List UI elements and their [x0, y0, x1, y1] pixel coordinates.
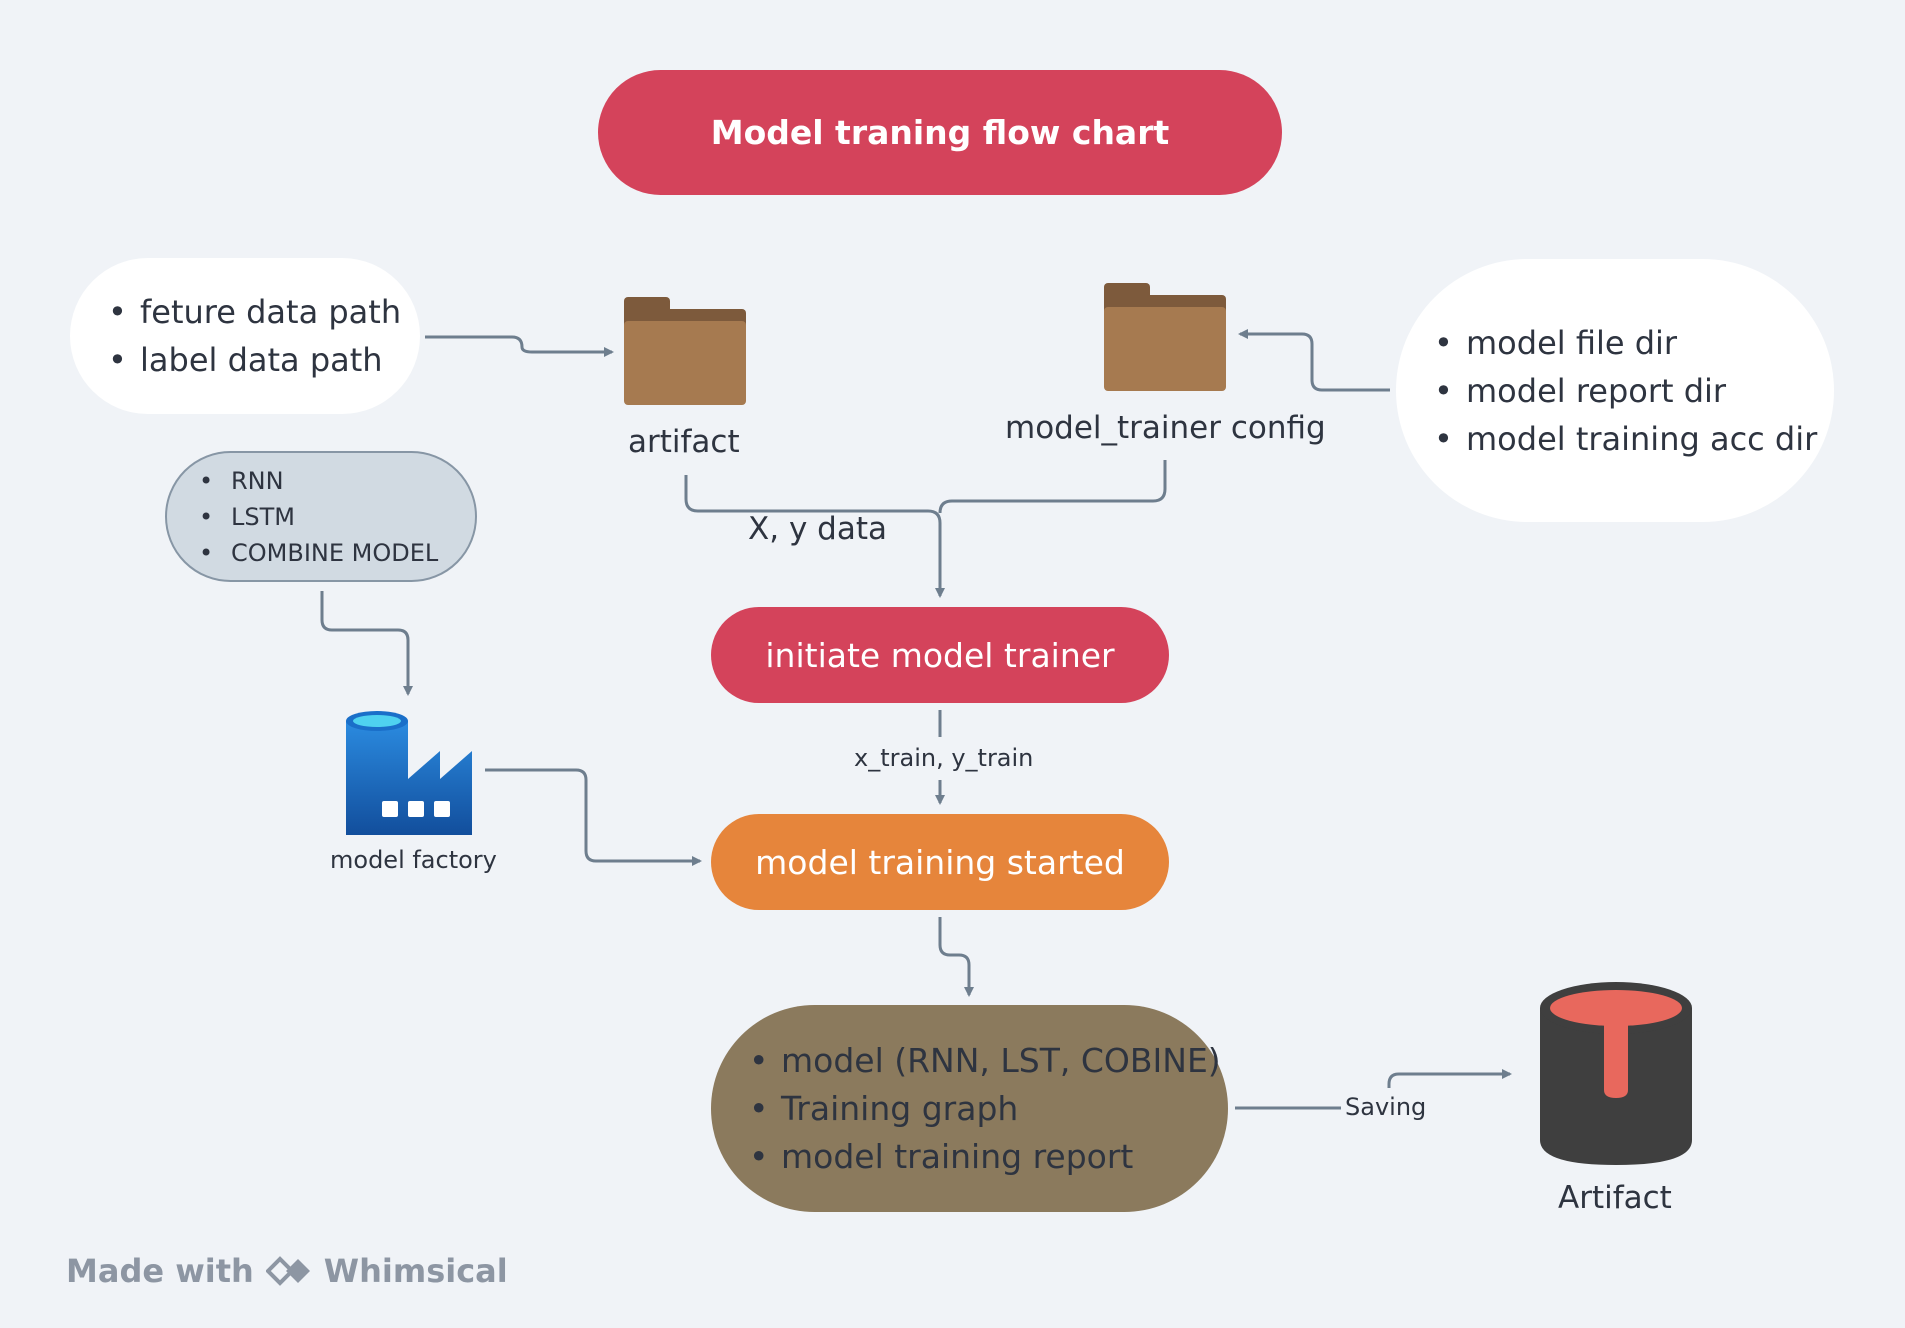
- title-node: Model traning flow chart: [598, 70, 1282, 195]
- edge-artifact-to-initiate: [684, 475, 945, 598]
- input-paths-node: feture data path label data path: [70, 258, 420, 414]
- training-outputs-node: model (RNN, LST, COBINE) Training graph …: [711, 1005, 1228, 1212]
- edge-models-to-factory: [320, 591, 413, 696]
- title-label: Model traning flow chart: [710, 113, 1170, 152]
- model-factory-icon: [346, 711, 472, 835]
- artifact-label: Artifact: [1558, 1180, 1672, 1216]
- watermark-prefix: Made with: [66, 1252, 254, 1290]
- config-dir-item: model file dir: [1430, 319, 1817, 367]
- model-item: RNN: [195, 463, 438, 499]
- models-node: RNN LSTM COMBINE MODEL: [165, 451, 477, 582]
- artifact-folder-icon: [624, 297, 746, 405]
- edge-label-train-data: x_train, y_train: [854, 744, 1034, 772]
- config-dirs-node: model file dir model report dir model tr…: [1396, 259, 1834, 522]
- edge-results-saving-right: [1387, 1069, 1512, 1088]
- model-item: LSTM: [195, 499, 438, 535]
- output-item: model training report: [745, 1133, 1221, 1181]
- edge-inputs-to-artifact: [425, 335, 614, 357]
- artifact-folder-label: artifact: [628, 424, 740, 460]
- output-item: Training graph: [745, 1085, 1221, 1133]
- output-item: model (RNN, LST, COBINE): [745, 1037, 1221, 1085]
- whimsical-watermark[interactable]: Made with Whimsical: [66, 1252, 508, 1290]
- config-dir-item: model report dir: [1430, 367, 1817, 415]
- config-folder-label: model_trainer config: [1005, 410, 1326, 446]
- model-item: COMBINE MODEL: [195, 535, 438, 571]
- watermark-brand: Whimsical: [323, 1252, 508, 1290]
- edge-label-xy-data: X, y data: [748, 511, 887, 547]
- edge-config-to-folder: [1238, 329, 1390, 392]
- edge-config-to-initiate: [938, 460, 1167, 514]
- initiate-model-trainer-node: initiate model trainer: [711, 607, 1169, 703]
- model-training-started-label: model training started: [755, 842, 1125, 882]
- edge-factory-to-training: [485, 768, 702, 866]
- edge-label-saving: Saving: [1345, 1093, 1427, 1121]
- model-factory-label: model factory: [330, 846, 497, 874]
- config-dir-item: model training acc dir: [1430, 415, 1817, 463]
- initiate-model-trainer-label: initiate model trainer: [765, 635, 1115, 675]
- model-training-started-node: model training started: [711, 814, 1169, 910]
- whimsical-logo-icon: [265, 1256, 310, 1286]
- input-path-item: feture data path: [104, 288, 401, 336]
- artifact-database-icon: [1540, 982, 1692, 1165]
- edge-training-to-results: [938, 917, 974, 997]
- config-folder-icon: [1104, 283, 1226, 391]
- input-path-item: label data path: [104, 336, 401, 384]
